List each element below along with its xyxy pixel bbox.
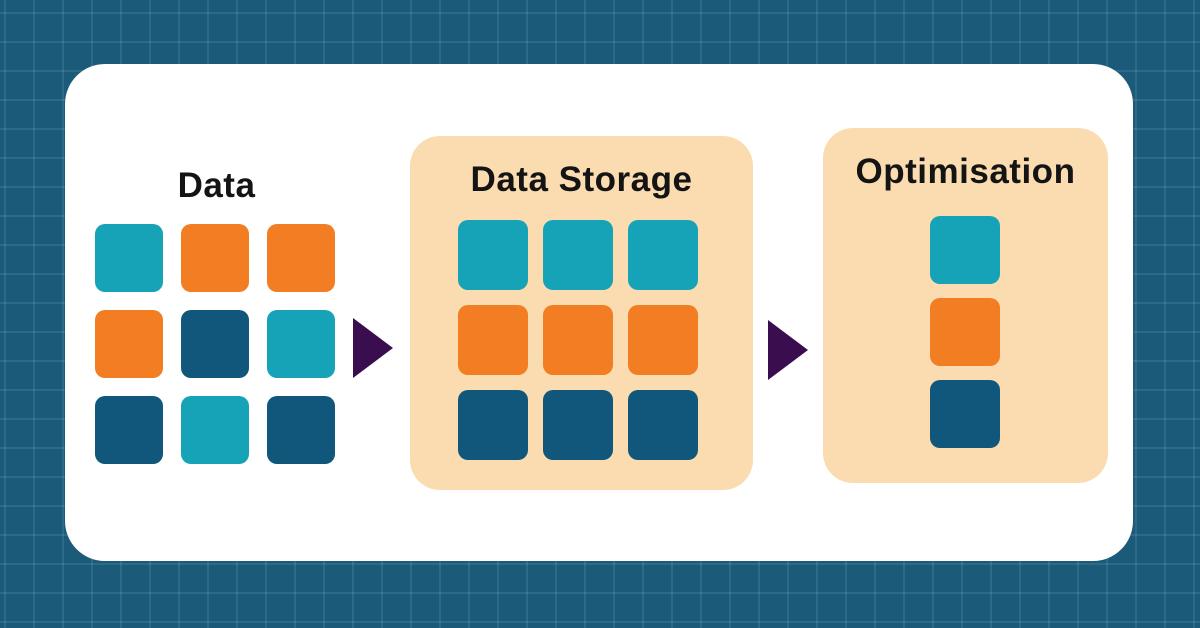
navy-square — [930, 380, 1000, 448]
navy-square — [628, 390, 698, 460]
data-storage-grid — [458, 220, 698, 460]
orange-square — [543, 305, 613, 375]
orange-square — [930, 298, 1000, 366]
navy-square — [543, 390, 613, 460]
teal-square — [95, 224, 163, 292]
arrow-right-icon — [768, 320, 808, 380]
navy-square — [267, 396, 335, 464]
orange-square — [267, 224, 335, 292]
teal-square — [181, 396, 249, 464]
teal-square — [543, 220, 613, 290]
optimisation-title: Optimisation — [855, 152, 1076, 191]
teal-square — [267, 310, 335, 378]
teal-square — [930, 216, 1000, 284]
data-grid — [95, 224, 335, 464]
navy-square — [95, 396, 163, 464]
orange-square — [628, 305, 698, 375]
navy-square — [181, 310, 249, 378]
orange-square — [181, 224, 249, 292]
teal-square — [628, 220, 698, 290]
orange-square — [458, 305, 528, 375]
arrow-right-icon — [353, 318, 393, 378]
optimisation-grid — [930, 216, 1000, 448]
data-title: Data — [177, 166, 256, 205]
orange-square — [95, 310, 163, 378]
content-card: Data Data Storage Optimisation — [65, 64, 1133, 561]
data-storage-title: Data Storage — [470, 160, 693, 199]
teal-square — [458, 220, 528, 290]
navy-square — [458, 390, 528, 460]
section-data-storage: Data Storage — [410, 136, 753, 490]
section-optimisation: Optimisation — [823, 128, 1108, 483]
